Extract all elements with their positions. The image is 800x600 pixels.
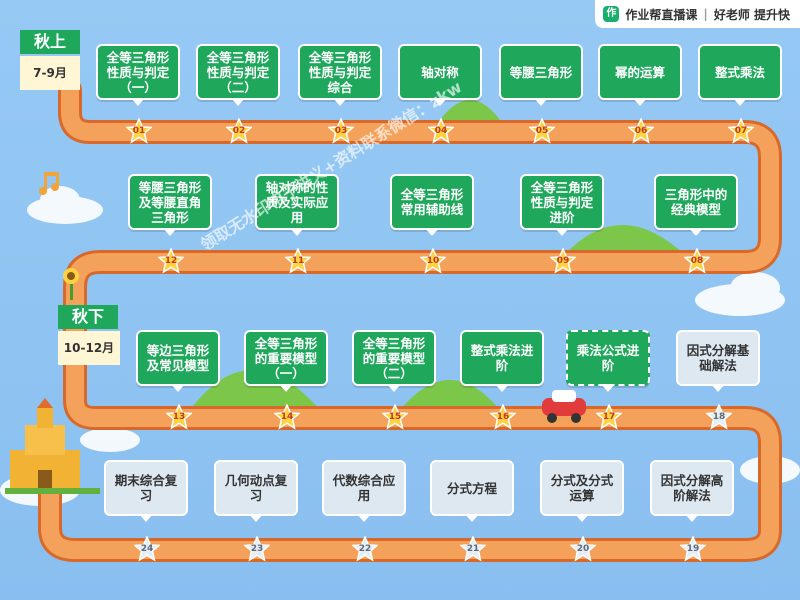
lesson-card-07[interactable]: 整式乘法 [698,44,782,106]
car-decoration [542,390,586,423]
lesson-number: 20 [576,544,590,554]
brand-separator: | [703,7,708,21]
lesson-card-10[interactable]: 全等三角形常用辅助线 [390,174,474,236]
lesson-number: 03 [334,126,348,136]
lesson-card-09[interactable]: 全等三角形性质与判定进阶 [520,174,604,236]
lesson-star-13: 13 [166,404,192,430]
lesson-star-12: 12 [158,248,184,274]
lesson-star-09: 09 [550,248,576,274]
lesson-number: 08 [690,256,704,266]
sunflower-decoration [63,268,79,300]
lesson-star-15: 15 [382,404,408,430]
lesson-card-01[interactable]: 全等三角形性质与判定（一） [96,44,180,106]
lesson-number: 19 [686,544,700,554]
brand-logo-icon: 作 [603,6,620,22]
lesson-number: 12 [164,256,178,266]
lesson-number: 24 [140,544,154,554]
lesson-number: 10 [426,256,440,266]
lesson-number: 22 [358,544,372,554]
lesson-card-12[interactable]: 等腰三角形及等腰直角三角形 [128,174,212,236]
lesson-number: 06 [634,126,648,136]
term-autumn-1-title: 秋上 [20,30,80,54]
lesson-card-20[interactable]: 分式及分式运算 [540,460,624,522]
lesson-card-17[interactable]: 乘法公式进阶 [566,330,650,392]
lesson-card-18[interactable]: 因式分解基础解法 [676,330,760,392]
lesson-number: 05 [535,126,549,136]
lesson-star-03: 03 [328,118,354,144]
lesson-star-16: 16 [490,404,516,430]
lesson-star-10: 10 [420,248,446,274]
term-autumn-2-months: 10-12月 [58,331,120,365]
lesson-number: 17 [602,412,616,422]
lesson-star-20: 20 [570,536,596,562]
lesson-number: 21 [466,544,480,554]
lesson-star-18: 18 [706,404,732,430]
castle-decoration [5,398,100,494]
brand-slogan: 好老师 提升快 [713,7,790,22]
lesson-star-01: 01 [126,118,152,144]
lesson-star-24: 24 [134,536,160,562]
lesson-star-21: 21 [460,536,486,562]
lesson-star-14: 14 [274,404,300,430]
lesson-number: 04 [434,126,448,136]
lesson-card-13[interactable]: 等边三角形及常见模型 [136,330,220,392]
lesson-star-06: 06 [628,118,654,144]
lesson-star-17: 17 [596,404,622,430]
lesson-card-14[interactable]: 全等三角形的重要模型（一） [244,330,328,392]
lesson-star-02: 02 [226,118,252,144]
lesson-star-07: 07 [728,118,754,144]
term-autumn-2-title: 秋下 [58,305,118,329]
lesson-number: 15 [388,412,402,422]
lesson-number: 23 [250,544,264,554]
lesson-number: 14 [280,412,294,422]
hill-decoration [190,100,690,410]
lesson-number: 16 [496,412,510,422]
lesson-card-04[interactable]: 轴对称 [398,44,482,106]
term-autumn-1-months: 7-9月 [20,56,80,90]
music-note-decoration [39,172,59,195]
lesson-card-11[interactable]: 轴对称的性质及实际应用 [255,174,339,236]
lesson-star-04: 04 [428,118,454,144]
lesson-number: 13 [172,412,186,422]
lesson-star-05: 05 [529,118,555,144]
lesson-number: 07 [734,126,748,136]
lesson-card-08[interactable]: 三角形中的经典模型 [654,174,738,236]
lesson-card-24[interactable]: 期末综合复习 [104,460,188,522]
lesson-card-21[interactable]: 分式方程 [430,460,514,522]
lesson-card-02[interactable]: 全等三角形性质与判定（二） [196,44,280,106]
lesson-star-22: 22 [352,536,378,562]
lesson-card-22[interactable]: 代数综合应用 [322,460,406,522]
lesson-number: 02 [232,126,246,136]
lesson-number: 01 [132,126,146,136]
lesson-card-03[interactable]: 全等三角形性质与判定综合 [298,44,382,106]
lesson-star-19: 19 [680,536,706,562]
lesson-star-11: 11 [285,248,311,274]
lesson-card-23[interactable]: 几何动点复习 [214,460,298,522]
lesson-card-16[interactable]: 整式乘法进阶 [460,330,544,392]
brand-name: 作业帮直播课 [625,7,698,22]
lesson-card-19[interactable]: 因式分解高阶解法 [650,460,734,522]
lesson-card-15[interactable]: 全等三角形的重要模型（二） [352,330,436,392]
brand-header: 作 作业帮直播课 | 好老师 提升快 [595,0,800,28]
lesson-number: 11 [291,256,305,266]
lesson-card-06[interactable]: 幂的运算 [598,44,682,106]
lesson-number: 09 [556,256,570,266]
lesson-number: 18 [712,412,726,422]
lesson-star-23: 23 [244,536,270,562]
lesson-star-08: 08 [684,248,710,274]
lesson-card-05[interactable]: 等腰三角形 [499,44,583,106]
